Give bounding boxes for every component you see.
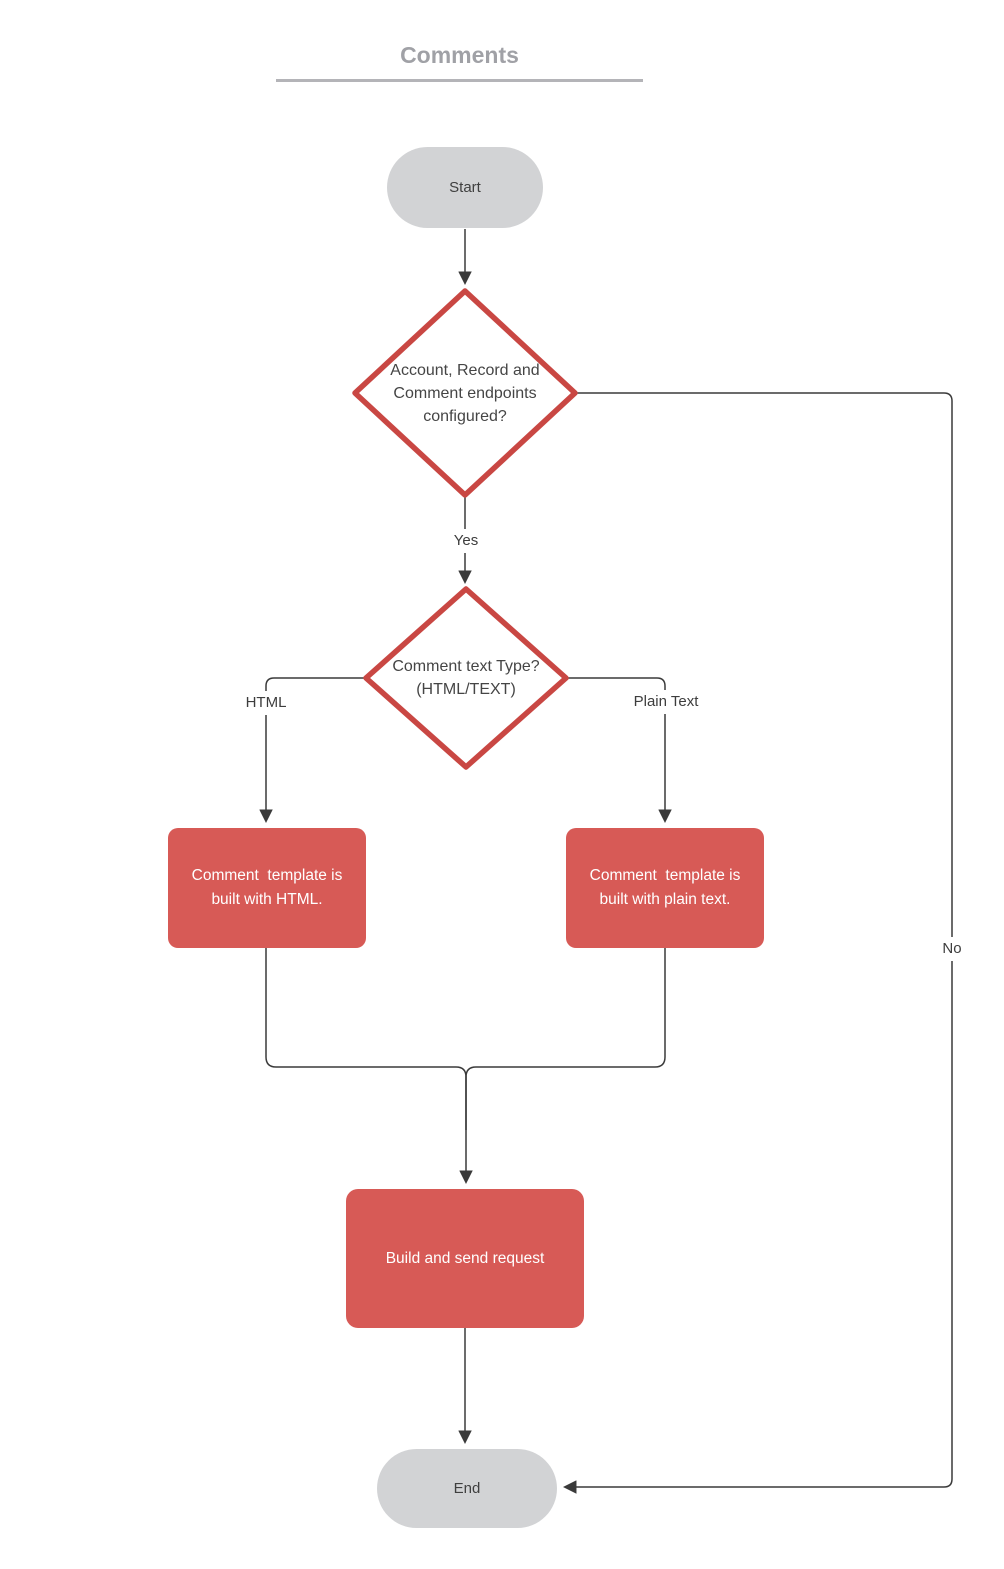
edge-html-branch (259, 677, 366, 824)
label-line: Build and send request (385, 1249, 545, 1267)
start-node: Start (387, 147, 543, 228)
page-title: Comments (276, 42, 643, 82)
edge-label-no: No (936, 937, 968, 961)
edge-plain-text-branch (566, 677, 672, 824)
decision-endpoints-label: Account, Record and Comment endpoints co… (365, 359, 565, 428)
process-plain-template-node: Comment template is built with plain tex… (566, 828, 764, 948)
edge-label-plain-text: Plain Text (622, 690, 710, 714)
end-node: End (377, 1449, 557, 1528)
edge-plain-box-to-build (465, 948, 666, 1130)
label-line: (HTML/TEXT) (416, 681, 516, 698)
label-line: built with HTML. (211, 891, 323, 908)
edge-label-html: HTML (238, 691, 294, 715)
edge-html-box-to-build (265, 948, 473, 1185)
label-line: Comment template is (589, 867, 741, 884)
start-node-label: Start (449, 179, 481, 196)
label-line: Account, Record and (390, 362, 540, 379)
label-line: Comment text Type? (392, 658, 540, 675)
label-line: Comment endpoints (393, 385, 537, 402)
process-build-request-node: Build and send request (346, 1189, 584, 1328)
decision-endpoints-diamond (352, 288, 578, 498)
edge-label-yes: Yes (444, 529, 488, 553)
label-line: built with plain text. (599, 891, 731, 908)
end-node-label: End (453, 1480, 481, 1497)
process-html-template-node: Comment template is built with HTML. (168, 828, 366, 948)
decision-comment-type-diamond (363, 586, 569, 770)
decision-comment-type-label: Comment text Type? (HTML/TEXT) (366, 655, 566, 701)
label-line: configured? (423, 408, 507, 425)
label-line: Comment template is (191, 867, 343, 884)
